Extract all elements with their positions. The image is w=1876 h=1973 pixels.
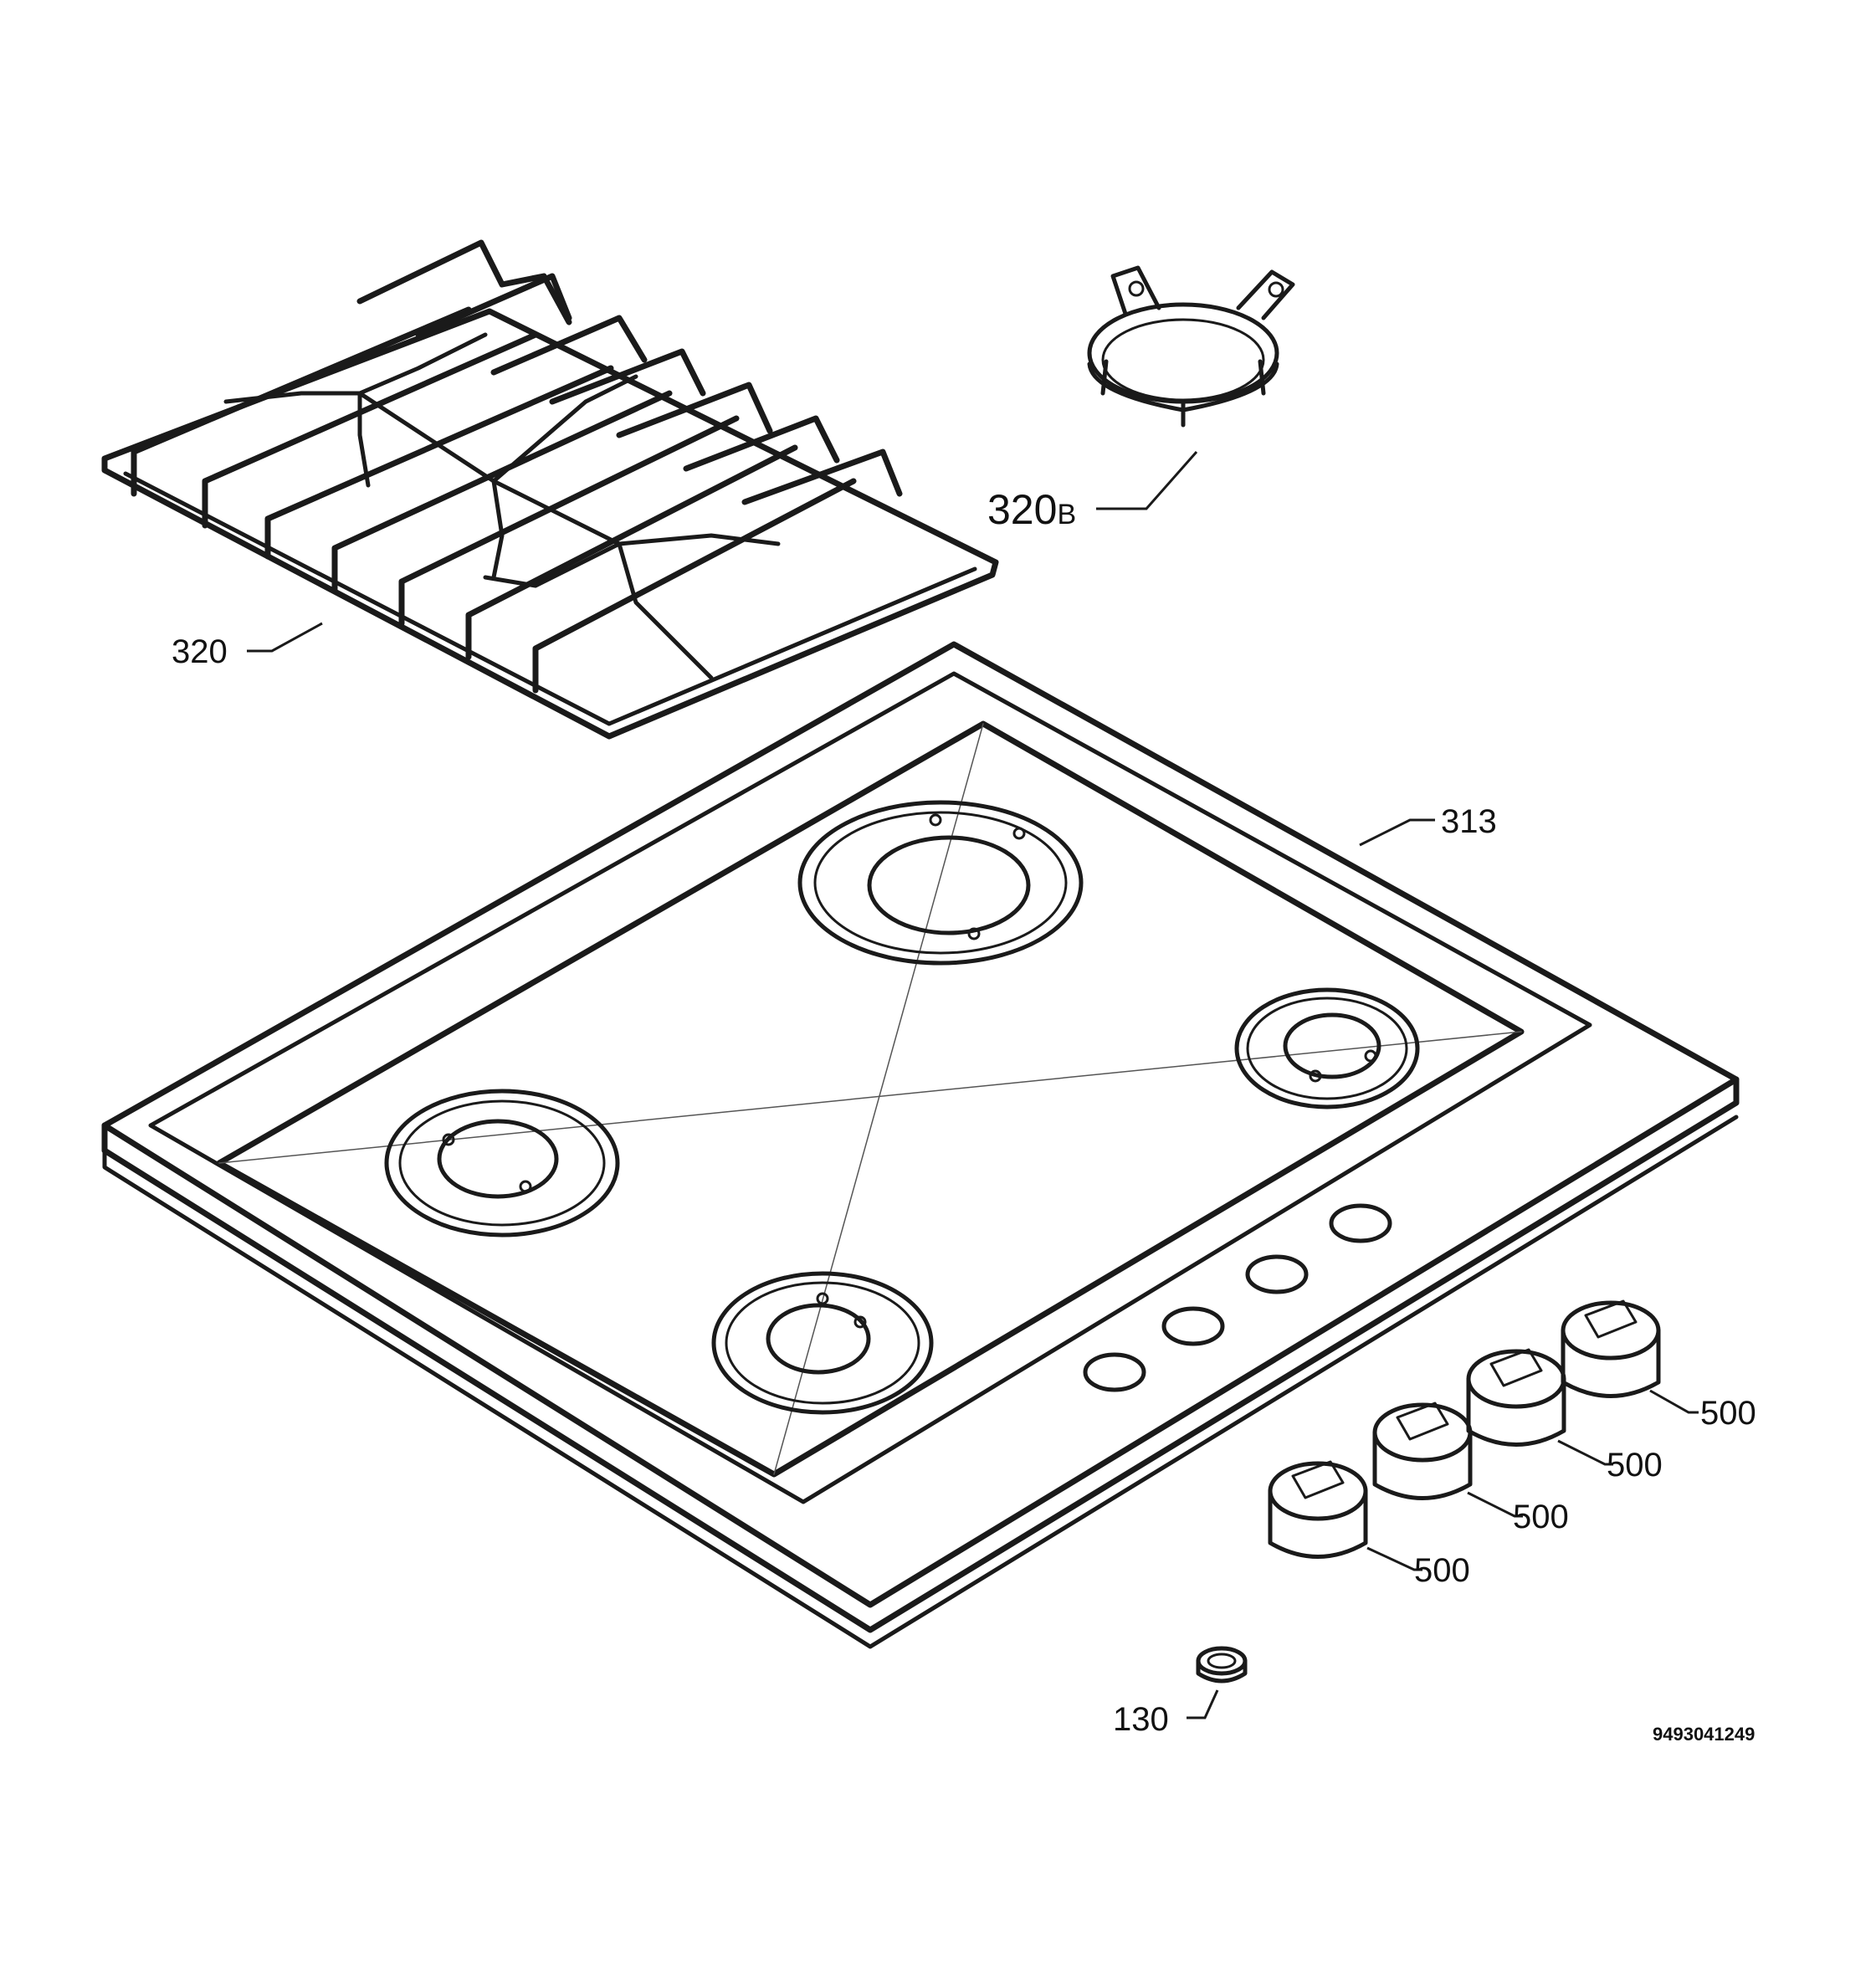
hob-top — [101, 641, 1740, 1649]
label-knob-3: 500 — [1607, 1447, 1663, 1484]
knob-3 — [1466, 1348, 1566, 1447]
burner-left — [384, 1089, 620, 1238]
wok-ring — [1087, 265, 1295, 428]
label-knob-4: 500 — [1700, 1395, 1756, 1432]
leader-lines — [247, 451, 1699, 1719]
label-pan-support: 320 — [172, 633, 228, 670]
label-hob-top: 313 — [1441, 803, 1497, 840]
nut — [1196, 1646, 1248, 1683]
label-wok-ring: 320B — [987, 486, 1076, 533]
burner-large — [797, 800, 1084, 966]
label-nut: 130 — [1113, 1701, 1169, 1738]
knob-2 — [1372, 1402, 1473, 1500]
burner-right — [1234, 987, 1420, 1109]
label-knob-1: 500 — [1414, 1552, 1470, 1589]
label-wok-ring-number: 320 — [987, 486, 1057, 533]
control-knobs — [1268, 1299, 1661, 1559]
knob-4 — [1561, 1299, 1661, 1398]
label-knob-2: 500 — [1513, 1499, 1569, 1535]
drawing-code: 9493041249 — [1653, 1724, 1755, 1745]
label-wok-ring-suffix: B — [1057, 499, 1076, 530]
knob-1 — [1268, 1460, 1368, 1559]
knob-holes — [1083, 1203, 1392, 1392]
pan-support-grid — [101, 239, 999, 740]
burner-front — [711, 1271, 934, 1415]
